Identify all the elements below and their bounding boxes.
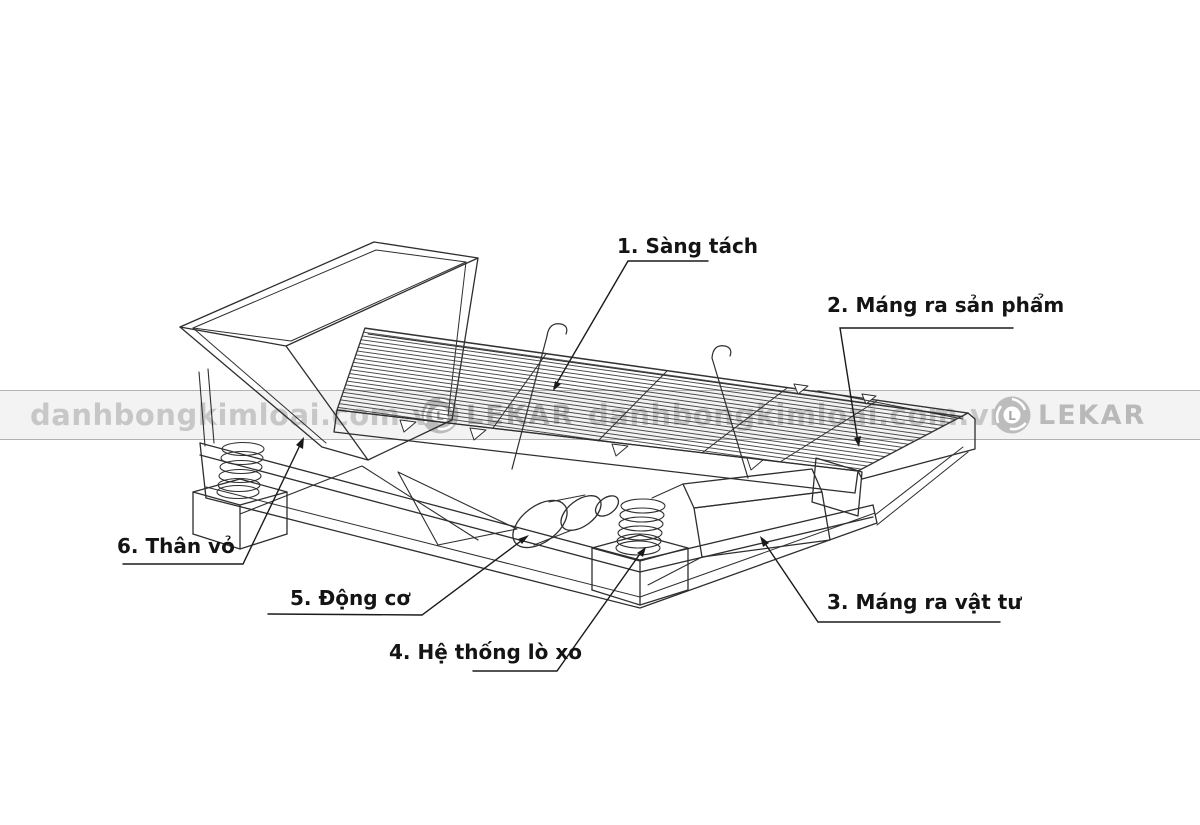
callout-label-1: 1. Sàng tách [617, 234, 759, 258]
callout-line-1 [553, 260, 709, 389]
callout-line-3 [761, 538, 1001, 623]
callout-line-4 [472, 550, 643, 672]
screen-mesh-deck [333, 323, 969, 494]
callout-label-5: 5. Động cơ [290, 586, 411, 610]
callout-line-5 [267, 537, 526, 616]
callout-line-6 [122, 440, 303, 565]
callout-line-2 [839, 327, 1014, 443]
motor [397, 471, 620, 549]
callout-label-4: 4. Hệ thống lò xo [389, 640, 582, 664]
lekar-logo-letter: L [1008, 409, 1016, 423]
watermark-brand-right: LEKAR [1038, 399, 1147, 431]
mesh-clamp-tabs [399, 383, 877, 471]
product-discharge-chute [811, 390, 976, 517]
lekar-shutter-logo-icon: L [993, 396, 1031, 434]
watermark-logo-right: L LEKAR [992, 394, 1146, 436]
material-discharge-chute [647, 468, 831, 586]
callout-arrowheads [296, 381, 861, 557]
spring-left [192, 441, 288, 550]
callout-label-6: 6. Thân vỏ [117, 534, 235, 558]
spring-center [591, 498, 689, 606]
callout-label-3: 3. Máng ra vật tư [827, 590, 1022, 614]
callout-label-2: 2. Máng ra sản phẩm [827, 293, 1065, 317]
mesh-wire-handles [511, 323, 749, 479]
